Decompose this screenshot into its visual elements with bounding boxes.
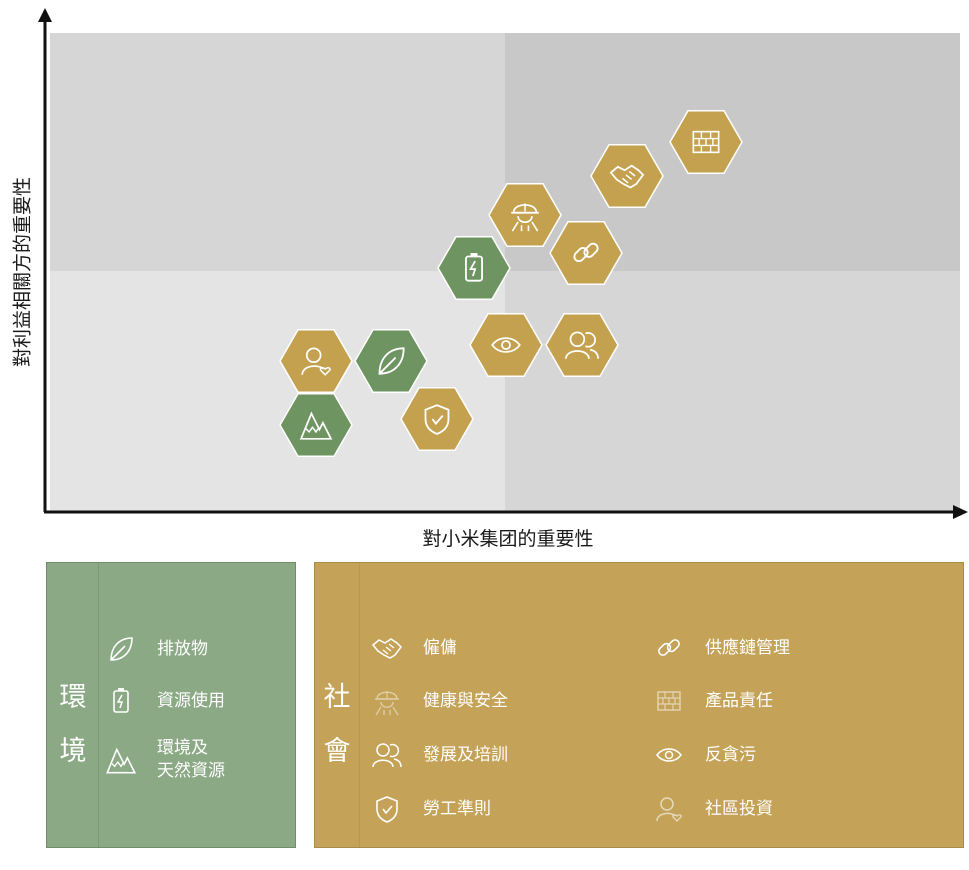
legend-item-community-investment: 社區投資	[651, 791, 773, 827]
legend-item-label: 社區投資	[705, 798, 773, 819]
hex-anti-corruption	[469, 313, 543, 377]
legend-item-natural-resources: 環境及 天然資源	[103, 737, 225, 783]
legend-item-resource-use: 資源使用	[103, 683, 225, 719]
legend-item-label: 發展及培訓	[423, 744, 508, 765]
legend-item-supply-chain: 供應鏈管理	[651, 630, 790, 666]
legend-item-label: 排放物	[157, 638, 208, 659]
legend-item-label: 勞工準則	[423, 798, 491, 819]
legend-item-label: 環境及 天然資源	[157, 738, 225, 781]
legend-item-product-responsibility: 產品責任	[651, 683, 773, 719]
hex-layer	[279, 110, 743, 457]
leaf-icon	[103, 631, 139, 667]
handshake-icon	[369, 630, 405, 666]
hex-health-safety	[488, 183, 562, 247]
legend-item-label: 資源使用	[157, 690, 225, 711]
environment-divider	[98, 563, 99, 847]
hex-shape	[437, 236, 511, 300]
y-axis-title: 對利益相關方的重要性	[11, 176, 34, 368]
legend-item-label: 反貪污	[705, 744, 756, 765]
y-axis	[38, 8, 52, 512]
hex-emissions	[354, 329, 428, 393]
materiality-matrix	[38, 8, 968, 519]
hardhat-worker-icon	[369, 683, 405, 719]
social-group-label: 社 會	[323, 682, 351, 767]
legend-item-labour-standards: 勞工準則	[369, 791, 491, 827]
social-legend: 社 會 僱傭 健康與安全 發展及培訓 勞工準則 供應鏈管理 產品責任 反貪污 社…	[314, 562, 964, 848]
environment-legend: 環 境 排放物 資源使用 環境及 天然資源	[46, 562, 296, 848]
hex-labour-standards	[400, 387, 474, 451]
x-axis	[44, 505, 968, 519]
social-divider	[359, 563, 360, 847]
legend-item-label: 供應鏈管理	[705, 637, 790, 658]
legend-item-emissions: 排放物	[103, 631, 208, 667]
hex-community-investment	[279, 329, 353, 393]
eye-icon	[651, 737, 687, 773]
hex-shape	[488, 183, 562, 247]
hex-shape	[400, 387, 474, 451]
hex-shape	[549, 221, 623, 285]
hex-environment-natural-resources	[279, 393, 353, 457]
people-icon	[369, 737, 405, 773]
hex-product-responsibility	[669, 110, 743, 174]
hex-resource-use	[437, 236, 511, 300]
hex-employment	[590, 144, 664, 208]
legend-item-anti-corruption: 反貪污	[651, 737, 756, 773]
legend-item-employment: 僱傭	[369, 630, 457, 666]
brick-wall-icon	[651, 683, 687, 719]
person-heart-icon	[651, 791, 687, 827]
environment-group-label: 環 境	[59, 682, 87, 767]
hex-shape	[469, 313, 543, 377]
legend-item-label: 產品責任	[705, 690, 773, 711]
battery-bolt-icon	[103, 683, 139, 719]
legend-item-health-safety: 健康與安全	[369, 683, 508, 719]
hex-shape	[279, 393, 353, 457]
quadrant-lower-right	[505, 271, 960, 511]
x-axis-title: 對小米集团的重要性	[422, 528, 594, 550]
legend-item-label: 健康與安全	[423, 690, 508, 711]
legend-item-label: 僱傭	[423, 637, 457, 658]
mountain-icon	[103, 742, 139, 778]
quadrant-upper-left	[50, 33, 505, 271]
hex-supply-chain	[549, 221, 623, 285]
shield-check-icon	[369, 791, 405, 827]
legend-item-development: 發展及培訓	[369, 737, 508, 773]
chain-link-icon	[651, 630, 687, 666]
hex-development-training	[545, 313, 619, 377]
